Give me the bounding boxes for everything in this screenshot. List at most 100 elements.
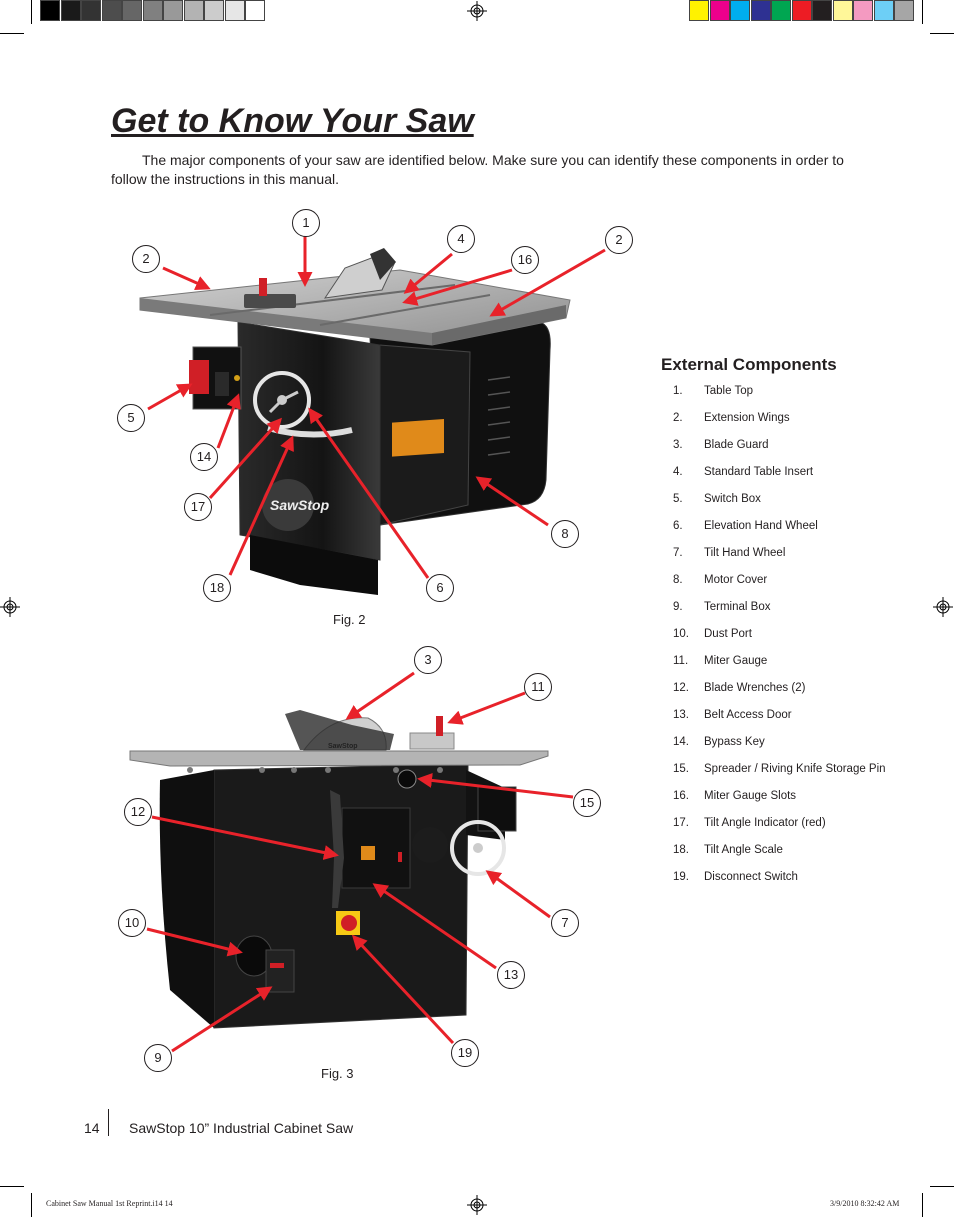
component-item: 11.Miter Gauge [673,654,933,668]
component-number: 1. [673,385,683,397]
callout-19: 19 [451,1039,479,1067]
component-item: 1.Table Top [673,384,933,398]
callout-16: 16 [511,246,539,274]
component-label: Miter Gauge Slots [704,790,797,802]
component-item: 13. Belt Access Door [673,708,933,722]
color-swatch [791,0,812,21]
callout-13: 13 [497,961,525,989]
component-item: 16. Miter Gauge Slots [673,789,933,803]
crop-mark [930,33,954,34]
component-number: 10. [673,628,689,640]
component-item: 9. Terminal Box [673,600,933,614]
crop-mark [922,0,923,24]
intro-paragraph: The major components of your saw are ide… [111,152,844,187]
callout-5: 5 [117,404,145,432]
component-label: Extension Wings [704,412,790,424]
component-label: Switch Box [704,493,761,505]
callout-4: 4 [447,225,475,253]
component-label: Spreader / Riving Knife Storage Pin [704,763,886,775]
component-number: 7. [673,547,683,559]
gray-swatch [183,0,204,21]
gray-swatch [122,0,142,21]
component-label: Tilt Angle Scale [704,844,783,856]
component-item: 19.Disconnect Switch [673,870,933,884]
color-swatch [771,0,791,21]
crop-mark [922,1193,923,1217]
component-item: 18. Tilt Angle Scale [673,843,933,857]
color-swatch [832,0,853,21]
component-item: 12. Blade Wrenches (2) [673,681,933,695]
component-item: 8. Motor Cover [673,573,933,587]
component-label: Blade Guard [704,439,769,451]
callout-11: 11 [524,673,552,701]
gray-swatch [245,0,265,21]
component-number: 6. [673,520,683,532]
component-number: 18. [673,844,689,856]
component-number: 11. [673,655,689,667]
component-number: 4. [673,466,683,478]
gray-swatch [142,0,163,21]
crop-mark [31,0,32,24]
callout-14: 14 [190,443,218,471]
component-label: Belt Access Door [704,709,792,721]
crop-mark [930,1186,954,1187]
component-number: 8. [673,574,683,586]
slug-left: Cabinet Saw Manual 1st Reprint.i14 14 [46,1199,173,1208]
callout-15: 15 [573,789,601,817]
color-swatch [853,0,873,21]
component-item: 3. Blade Guard [673,438,933,452]
component-label: Elevation Hand Wheel [704,520,818,532]
component-item: 2. Extension Wings [673,411,933,425]
callout-18: 18 [203,574,231,602]
component-label: Disconnect Switch [704,871,798,883]
gray-swatch [224,0,245,21]
callout-12: 12 [124,798,152,826]
component-number: 2. [673,412,683,424]
callout-2-right: 2 [605,226,633,254]
component-item: 14.Bypass Key [673,735,933,749]
component-item: 7.Tilt Hand Wheel [673,546,933,560]
component-number: 9. [673,601,683,613]
component-item: 17. Tilt Angle Indicator (red) [673,816,933,830]
color-swatch [750,0,771,21]
callout-3: 3 [414,646,442,674]
callout-2-left: 2 [132,245,160,273]
component-number: 12. [673,682,689,694]
components-heading: External Components [661,355,837,374]
slug-right: 3/9/2010 8:32:42 AM [830,1199,900,1208]
component-number: 14. [673,736,689,748]
component-label: Motor Cover [704,574,768,586]
callout-8: 8 [551,520,579,548]
gray-swatch [60,0,81,21]
component-item: 6. Elevation Hand Wheel [673,519,933,533]
callout-7: 7 [551,909,579,937]
component-label: Standard Table Insert [704,466,814,478]
svg-text:SawStop: SawStop [328,743,358,750]
component-label: Tilt Angle Indicator (red) [704,817,826,829]
color-swatch [689,0,709,21]
component-label: Blade Wrenches (2) [704,682,806,694]
component-item: 15. Spreader / Riving Knife Storage Pin [673,762,933,776]
gray-swatch [101,0,122,21]
component-number: 13. [673,709,689,721]
components-list: 1.Table Top 2. Extension Wings 3. Blade Guar… [673,384,933,897]
crop-mark [31,1193,32,1217]
component-item: 5. Switch Box [673,492,933,506]
component-number: 15. [673,763,689,775]
page-number: 14 [84,1120,100,1136]
component-number: 3. [673,439,683,451]
figure-2-caption: Fig. 2 [333,612,366,627]
component-label: Terminal Box [704,601,771,613]
component-number: 5. [673,493,683,505]
gray-swatch [163,0,183,21]
component-number: 17. [673,817,689,829]
gray-swatch [81,0,101,21]
footer-divider [108,1109,109,1136]
component-number: 16. [673,790,689,802]
footer-book-title: SawStop 10” Industrial Cabinet Saw [129,1120,354,1136]
gray-swatch [204,0,224,21]
